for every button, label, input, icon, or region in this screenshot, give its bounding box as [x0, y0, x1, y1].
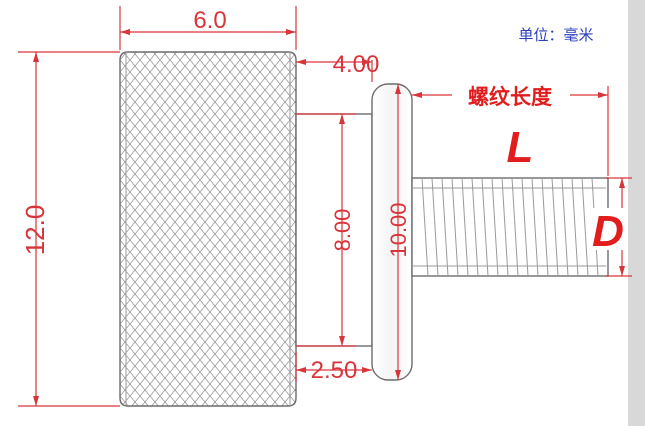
dimension-lines [18, 6, 632, 407]
threaded-shank [411, 177, 609, 277]
thread-lines [412, 177, 606, 277]
knurled-head [119, 51, 297, 407]
thread-length-label: 螺纹长度 [468, 85, 552, 109]
thread-length-label-bg [452, 84, 570, 110]
diameter-symbol-bg [590, 208, 624, 250]
dim-knurl-length: 6.0 [193, 7, 226, 34]
dim-flange-thickness: 2.50 [311, 357, 358, 384]
page-edge [628, 0, 645, 426]
screw-outline [119, 51, 609, 407]
dim-flange-diameter: 10.00 [386, 202, 411, 257]
dim-neck-length: 4.00 [333, 51, 380, 78]
dim-neck-diameter: 8.00 [330, 209, 355, 252]
dim-overall-diameter: 12.0 [20, 205, 50, 256]
length-symbol: L [507, 123, 534, 172]
unit-label: 单位：毫米 [518, 26, 593, 44]
neck [295, 113, 373, 347]
diameter-symbol: D [592, 207, 624, 256]
